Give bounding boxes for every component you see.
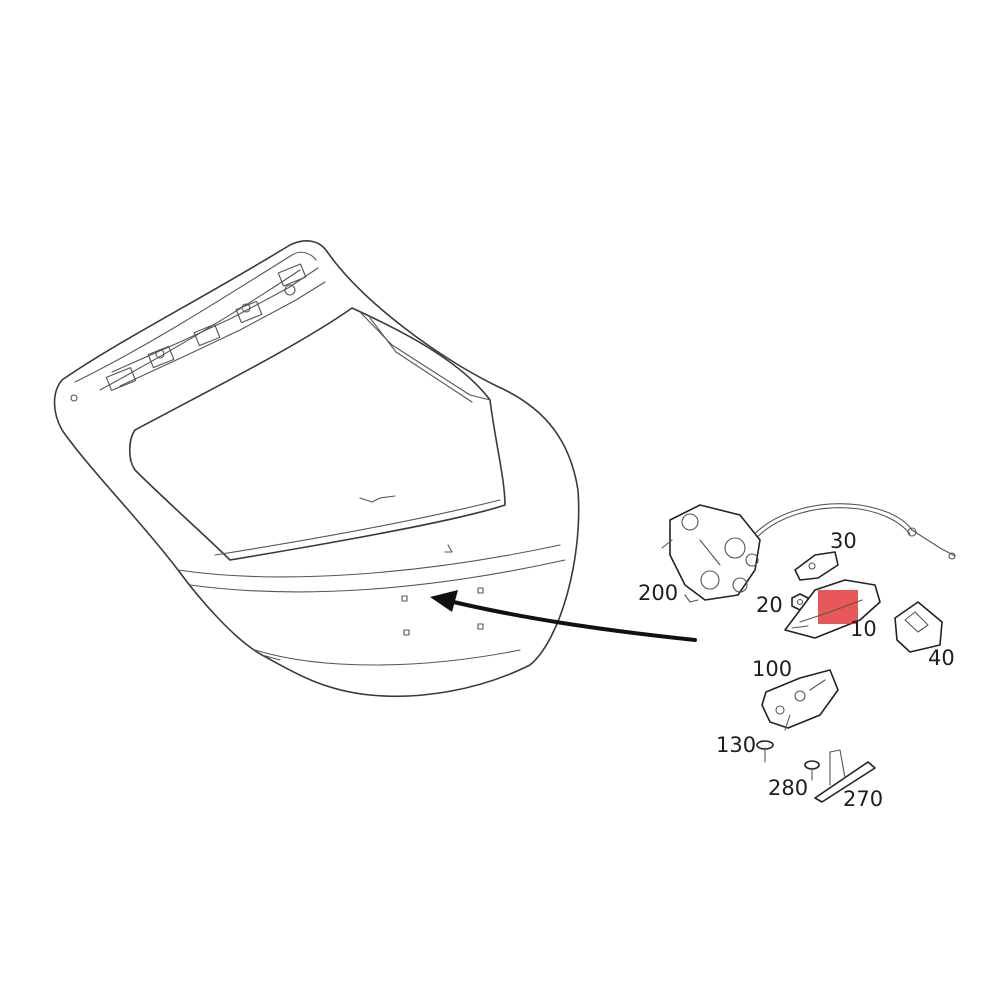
part-10-highlight <box>818 590 858 624</box>
part-40-cover <box>894 601 943 653</box>
callout-280: 280 <box>768 776 808 800</box>
tailgate-panel <box>53 240 580 698</box>
callout-20: 20 <box>756 593 783 617</box>
callout-130: 130 <box>716 733 756 757</box>
part-30-bracket <box>794 551 839 581</box>
part-270-striker-plate <box>814 749 876 803</box>
roof-recesses <box>70 263 307 402</box>
callout-270: 270 <box>843 787 883 811</box>
part-10-handle-switch <box>784 579 881 639</box>
callout-30: 30 <box>830 529 857 553</box>
callout-40: 40 <box>928 646 955 670</box>
part-280-bolt <box>804 760 820 781</box>
part-130-bolt <box>756 740 774 763</box>
lock-actuator-cable <box>661 503 956 603</box>
callout-100: 100 <box>752 657 792 681</box>
pointer-arrow <box>430 590 697 642</box>
callout-10: 10 <box>850 617 877 641</box>
callout-200: 200 <box>638 581 678 605</box>
part-100-lock <box>761 669 839 731</box>
